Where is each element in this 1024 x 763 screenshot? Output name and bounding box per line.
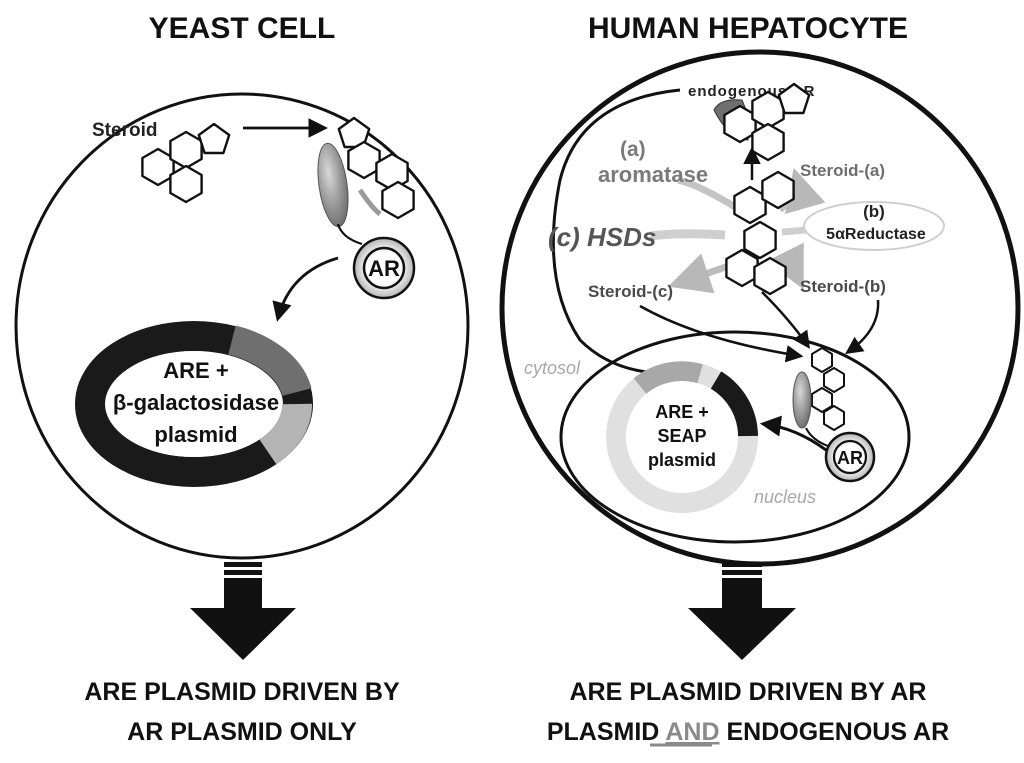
yeast-caption-line1: ARE PLASMID DRIVEN BY: [84, 678, 400, 706]
yeast-binding-shadow: [357, 188, 382, 216]
reductase-label: 5αReductase: [826, 226, 926, 243]
seap-plasmid: ARE + SEAP plasmid: [606, 361, 758, 513]
yeast-output-arrow: [190, 562, 296, 660]
hepatocyte-cell: endogenous AR (a) aromatase St: [499, 49, 1021, 567]
reductase-bubble: [803, 201, 945, 251]
hsd-label: (c) HSDs: [548, 222, 656, 252]
yeast-plasmid-line3: plasmid: [154, 422, 237, 447]
hepatocyte-caption-line1: ARE PLASMID DRIVEN BY AR: [570, 678, 927, 706]
nucleus-bound-steroid: [811, 347, 845, 431]
yeast-plasmid: ARE + β-galactosidase plasmid: [75, 321, 313, 487]
endogenous-to-plasmid-arrow: [551, 88, 695, 385]
yeast-receptor-link: [336, 223, 363, 246]
nucleus-ar-circle: AR: [824, 431, 876, 483]
label-b: (b): [863, 202, 885, 221]
yeast-ar-to-plasmid-arrow: [272, 256, 339, 322]
seap-plasmid-line3: plasmid: [648, 450, 716, 470]
nucleus-label: nucleus: [754, 487, 816, 507]
nucleus-receptor-oval: [792, 371, 812, 429]
seap-plasmid-line1: ARE +: [655, 402, 709, 422]
hsd-pathway: [649, 229, 726, 241]
yeast-ar-circle: AR: [352, 236, 416, 300]
hepatocyte-caption-line2: PLASMID AND ENDOGENOUS AR: [547, 718, 949, 746]
yeast-plasmid-line2: β-galactosidase: [113, 390, 279, 415]
ar-to-seap-plasmid-arrow: [759, 415, 827, 452]
yeast-steroid-label: Steroid: [92, 120, 157, 141]
label-a: (a): [620, 138, 646, 161]
steroid-a-label: Steroid-(a): [800, 161, 885, 180]
steroid-c-to-nucleus-arrow: [639, 304, 804, 363]
yeast-caption-line2: AR PLASMID ONLY: [127, 718, 357, 746]
steroid-c-label: Steroid-(c): [588, 282, 673, 301]
steroid-b-pathway: [766, 242, 804, 290]
yeast-plasmid-line1: ARE +: [163, 358, 228, 383]
yeast-cell: Steroid AR: [14, 92, 470, 560]
yeast-title: YEAST CELL: [149, 12, 336, 45]
steroid-b-to-nucleus-arrow: [845, 299, 880, 354]
hepatocyte-output-arrow: [688, 562, 796, 660]
seap-plasmid-line2: SEAP: [657, 426, 706, 446]
cytosol-label: cytosol: [524, 358, 581, 378]
yeast-ar-label: AR: [368, 256, 400, 281]
caption-and-word: AND: [665, 718, 719, 746]
aromatase-label: aromatase: [598, 162, 708, 187]
aromatase-pathway: [677, 176, 742, 213]
central-to-nucleus-arrow: [761, 291, 810, 349]
caption-endogenous-word: ENDOGENOUS AR: [720, 718, 950, 746]
nucleus-ar-label: AR: [837, 448, 863, 468]
nucleus-receptor-link: [805, 427, 829, 447]
caption-plasmid-word: PLASMID: [547, 718, 666, 746]
steroid-b-label: Steroid-(b): [800, 277, 886, 296]
hepatocyte-title: HUMAN HEPATOCYTE: [588, 12, 908, 45]
